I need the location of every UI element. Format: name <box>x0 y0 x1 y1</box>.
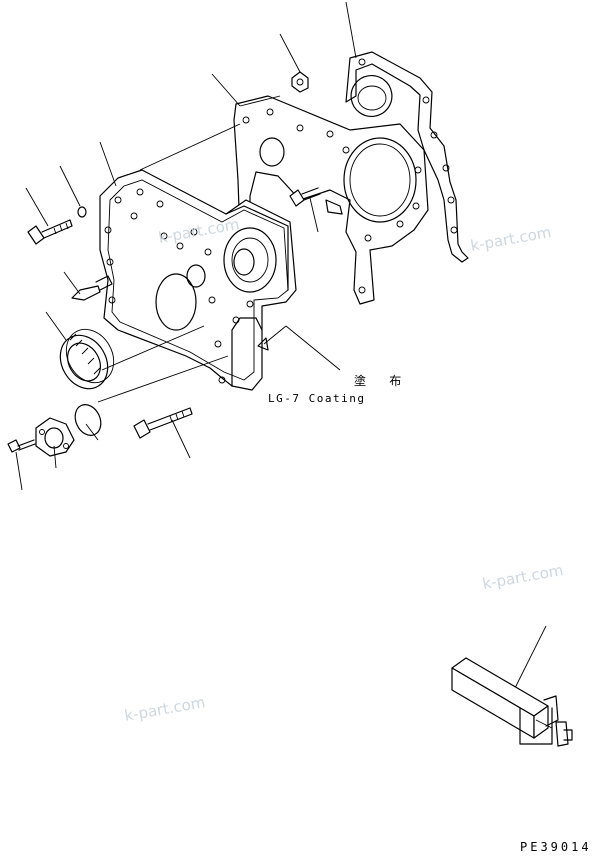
coating-label-en: LG-7 Coating <box>268 392 366 405</box>
nut <box>291 71 309 93</box>
oil-seal <box>59 328 115 390</box>
mounting-bolt <box>27 219 73 245</box>
drawing-code: PE39014 <box>520 840 592 854</box>
rear-gasket <box>345 51 469 263</box>
plate-bolt <box>289 187 321 207</box>
leader-lines <box>15 1 547 691</box>
front-cover <box>99 169 297 391</box>
washer <box>77 206 87 218</box>
installer-tool <box>451 657 573 747</box>
dowel-pin <box>71 275 113 301</box>
coating-label-jp: 塗 布 <box>354 374 410 388</box>
small-bolt <box>7 439 36 453</box>
long-bolt <box>133 407 193 439</box>
cover-plate <box>35 417 75 457</box>
o-ring <box>74 404 102 436</box>
